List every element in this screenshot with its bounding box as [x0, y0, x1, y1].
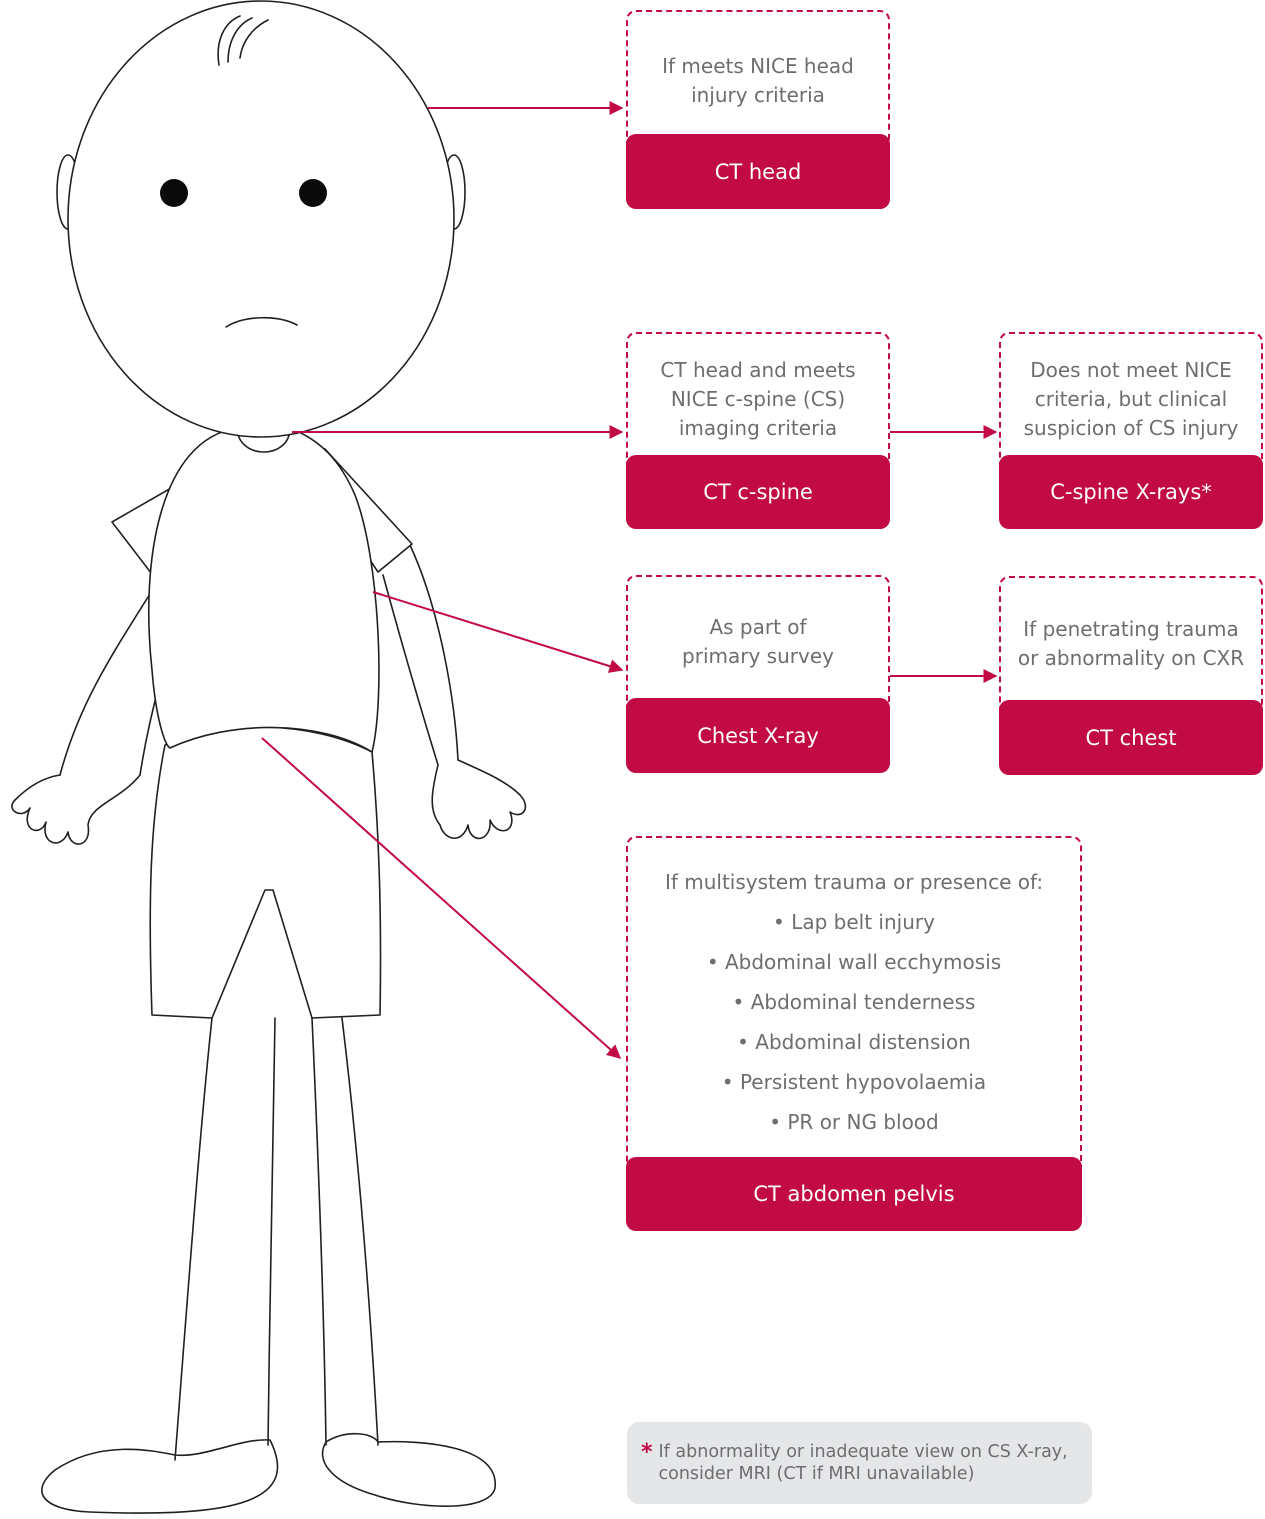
criteria-line: If meets NICE head [662, 54, 854, 78]
arrow-abdomen-to-ct-abdomen [261, 737, 622, 1059]
criteria-item: Abdominal wall ecchymosis [707, 942, 1001, 982]
criteria-line: Does not meet NICE [1030, 357, 1232, 382]
mouth [225, 316, 298, 328]
right-hand [431, 759, 527, 840]
criteria-item: Lap belt injury [707, 902, 1001, 942]
criteria-item: Abdominal tenderness [707, 982, 1001, 1022]
criteria-line: imaging criteria [678, 415, 838, 440]
chest-xray-label: Chest X-ray [626, 698, 890, 773]
left-hand [11, 774, 141, 845]
criteria-line: CT head and meets [660, 357, 856, 382]
footnote-text: If abnormality or inadequate view on CS … [658, 1442, 1068, 1484]
ct-head-label: CT head [626, 134, 890, 209]
ct-abdomen-box: If multisystem trauma or presence of: La… [626, 836, 1082, 1231]
ct-chest-label: CT chest [999, 700, 1263, 775]
criteria-line: If penetrating trauma [1023, 617, 1239, 641]
ct-cspine-criteria: CT head and meets NICE c-spine (CS) imag… [626, 332, 890, 464]
criteria-item: Persistent hypovolaemia [707, 1062, 1001, 1102]
ct-abdomen-label: CT abdomen pelvis [626, 1157, 1082, 1231]
hair [217, 15, 269, 66]
footnote-marker: * [641, 1440, 653, 1465]
footnote: * If abnormality or inadequate view on C… [627, 1422, 1092, 1504]
neck [236, 427, 291, 453]
left-arm-outer [59, 577, 161, 776]
right-arm-inner [382, 574, 439, 766]
right-foot [321, 1432, 496, 1507]
criteria-lead: If multisystem trauma or presence of: [664, 870, 1044, 894]
ct-abdomen-criteria: If multisystem trauma or presence of: La… [626, 836, 1082, 1166]
left-leg [174, 1017, 213, 1461]
criteria-line: As part of [709, 615, 807, 639]
ct-chest-criteria: If penetrating trauma or abnormality on … [999, 576, 1263, 710]
criteria-list: Lap belt injury Abdominal wall ecchymosi… [707, 902, 1001, 1142]
shorts [149, 726, 382, 1019]
ct-cspine-label: CT c-spine [626, 455, 890, 529]
chest-xray-box: As part of primary survey Chest X-ray [626, 575, 890, 773]
cspine-xrays-criteria: Does not meet NICE criteria, but clinica… [999, 332, 1263, 464]
ct-head-box: If meets NICE head injury criteria CT he… [626, 10, 890, 209]
criteria-line: injury criteria [691, 83, 825, 107]
criteria-line: NICE c-spine (CS) [670, 386, 846, 411]
chest-xray-criteria: As part of primary survey [626, 575, 890, 707]
left-foot [41, 1439, 279, 1514]
ct-chest-box: If penetrating trauma or abnormality on … [999, 576, 1263, 775]
left-eye [160, 179, 188, 207]
criteria-line: primary survey [682, 644, 834, 668]
head [67, 0, 455, 438]
arrow-chest-to-chest-xray [372, 591, 624, 673]
right-eye [299, 179, 327, 207]
left-leg-inner [267, 1017, 276, 1446]
torso [147, 427, 380, 753]
criteria-item: Abdominal distension [707, 1022, 1001, 1062]
criteria-line: suspicion of CS injury [1023, 415, 1239, 440]
cspine-xrays-box: Does not meet NICE criteria, but clinica… [999, 332, 1263, 529]
right-leg [341, 1017, 379, 1446]
right-arm-outer [409, 544, 459, 761]
criteria-item: PR or NG blood [707, 1102, 1001, 1142]
criteria-line: or abnormality on CXR [1017, 646, 1245, 670]
right-leg-inner [311, 1017, 327, 1446]
ct-cspine-box: CT head and meets NICE c-spine (CS) imag… [626, 332, 890, 529]
ct-head-criteria: If meets NICE head injury criteria [626, 10, 890, 150]
criteria-line: criteria, but clinical [1034, 386, 1228, 411]
cspine-xrays-label: C-spine X-rays* [999, 455, 1263, 529]
